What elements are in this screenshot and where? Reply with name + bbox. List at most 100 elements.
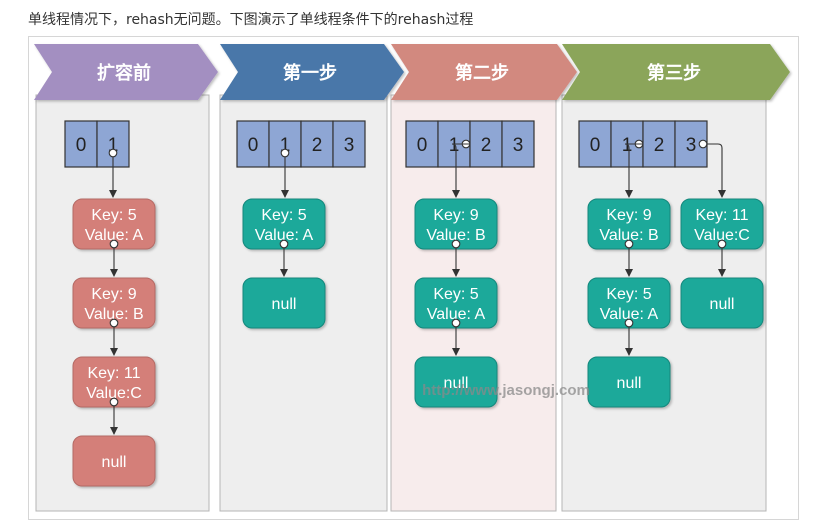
watermark-text: http://www.jasongj.com <box>422 382 590 399</box>
entry-node: Key: 5 Value: A <box>587 277 671 356</box>
node-box <box>680 277 764 329</box>
node-value-label: Value: A <box>600 306 659 323</box>
bucket-cell <box>405 120 439 168</box>
node-key-label: Key: 11 <box>695 207 748 224</box>
bucket-cell <box>300 120 334 168</box>
null-node: null <box>680 277 764 329</box>
next-pointer-dot <box>624 318 634 328</box>
null-node: null <box>414 356 498 408</box>
entry-node: Key: 11 Value:C <box>680 198 764 277</box>
stage-header-arrow <box>220 44 404 100</box>
stage-title: 第一步 <box>283 62 337 83</box>
entry-node: Key: 5 Value: A <box>72 198 156 277</box>
bucket-index-label: 1 <box>449 135 460 156</box>
next-pointer-dot <box>451 318 461 328</box>
node-key-label: Key: 9 <box>91 286 136 303</box>
node-value-label: Value:C <box>86 385 142 402</box>
entry-node: Key: 5 Value: A <box>414 277 498 356</box>
bucket-index-label: 0 <box>590 135 601 156</box>
bucket-index-label: 1 <box>622 135 633 156</box>
bucket-cell <box>236 120 270 168</box>
null-label: null <box>102 454 127 471</box>
caption-text: 单线程情况下，rehash无问题。下图演示了单线程条件下的rehash过程 <box>28 12 474 28</box>
node-value-label: Value: B <box>426 227 485 244</box>
next-pointer-dot <box>109 318 119 328</box>
pointer-dot <box>280 148 290 158</box>
node-key-label: Key: 5 <box>433 286 478 303</box>
node-value-label: Value: A <box>85 227 144 244</box>
next-pointer-dot <box>624 239 634 249</box>
pointer-arrow <box>624 143 643 198</box>
next-pointer-dot <box>717 239 727 249</box>
stage-title: 第二步 <box>455 62 509 83</box>
next-pointer-dot <box>279 239 289 249</box>
chain-bucket-1: Key: 9 Value: B Key: 5 Value: A null <box>414 139 498 408</box>
node-box <box>587 356 671 408</box>
node-key-label: Key: 5 <box>606 286 651 303</box>
bucket-index-label: 0 <box>417 135 428 156</box>
chain-bucket-1: Key: 5 Value: A Key: 9 Value: B Key: 11 Value… <box>72 148 156 487</box>
bucket-index-label: 1 <box>280 135 291 156</box>
bucket-cell <box>578 120 612 168</box>
bucket-cell <box>332 120 366 168</box>
null-node: null <box>242 277 326 329</box>
node-value-label: Value: A <box>255 227 314 244</box>
entry-node: Key: 9 Value: B <box>587 198 671 277</box>
node-value-label: Value: A <box>427 306 486 323</box>
bucket-index-label: 3 <box>344 135 355 156</box>
node-key-label: Key: 11 <box>87 365 140 382</box>
chain-bucket-1: Key: 9 Value: B Key: 5 Value: A null <box>587 139 671 408</box>
node-value-label: Value:C <box>694 227 750 244</box>
node-key-label: Key: 9 <box>606 207 651 224</box>
pointer-arrow <box>707 143 726 198</box>
bucket-index-label: 2 <box>312 135 323 156</box>
pointer-dot <box>698 139 708 149</box>
pointer-dot <box>108 148 118 158</box>
next-pointer-dot <box>451 239 461 249</box>
bucket-index-label: 1 <box>108 135 119 156</box>
next-pointer-dot <box>109 239 119 249</box>
entry-node: Key: 9 Value: B <box>414 198 498 277</box>
stage-header-arrow <box>34 44 218 100</box>
node-box <box>414 356 498 408</box>
bucket-cell <box>64 120 98 168</box>
stage-title: 扩容前 <box>97 62 151 83</box>
bucket-index-label: 2 <box>481 135 492 156</box>
null-label: null <box>444 375 469 392</box>
null-label: null <box>617 375 642 392</box>
node-value-label: Value: B <box>599 227 658 244</box>
node-box <box>242 277 326 329</box>
stage-header-arrow <box>562 44 790 100</box>
bucket-index-label: 2 <box>654 135 665 156</box>
node-value-label: Value: B <box>84 306 143 323</box>
null-label: null <box>272 296 297 313</box>
entry-node: Key: 11 Value:C <box>72 356 156 435</box>
stage-header-arrow <box>391 44 577 100</box>
chain-bucket-3: Key: 11 Value:C null <box>680 139 764 329</box>
node-key-label: Key: 5 <box>91 207 136 224</box>
bucket-index-label: 0 <box>248 135 259 156</box>
pointer-arrow <box>451 143 470 198</box>
node-box <box>72 435 156 487</box>
stage-title: 第三步 <box>647 62 701 83</box>
bucket-index-label: 3 <box>686 135 697 156</box>
next-pointer-dot <box>109 397 119 407</box>
null-node: null <box>72 435 156 487</box>
null-label: null <box>710 296 735 313</box>
node-key-label: Key: 9 <box>433 207 478 224</box>
entry-node: Key: 9 Value: B <box>72 277 156 356</box>
null-node: null <box>587 356 671 408</box>
bucket-index-label: 0 <box>76 135 87 156</box>
bucket-cell <box>501 120 535 168</box>
